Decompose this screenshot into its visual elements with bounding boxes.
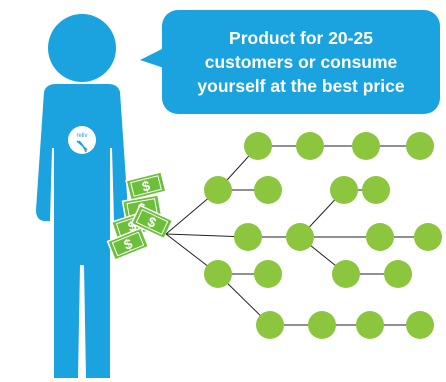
- network-node: [406, 311, 434, 339]
- network-node: [384, 260, 412, 288]
- network-node: [406, 132, 434, 160]
- network-node: [366, 223, 394, 251]
- person-figure: [36, 14, 128, 378]
- network-node: [362, 176, 390, 204]
- network-node: [256, 311, 284, 339]
- speech-bubble-tail: [140, 48, 164, 68]
- money-bill: $: [106, 227, 150, 261]
- person-head: [48, 14, 116, 82]
- network-node: [234, 223, 262, 251]
- network-node: [332, 260, 360, 288]
- network-node: [296, 132, 324, 160]
- network-node: [204, 176, 232, 204]
- network-node: [286, 223, 314, 251]
- logo-circle: [68, 126, 96, 154]
- network-node: [244, 132, 272, 160]
- network-node: [356, 311, 384, 339]
- network-node: [204, 260, 232, 288]
- logo-text: reliv: [76, 133, 87, 139]
- speech-bubble-text: Product for 20-25 customers or consume y…: [197, 28, 405, 96]
- dollar-sign-icon: $: [140, 177, 152, 194]
- network-node: [254, 260, 282, 288]
- network-node: [330, 176, 358, 204]
- money-bill: $: [125, 171, 167, 201]
- logo-swoosh-icon: [76, 140, 88, 153]
- money-stack: $$$$$: [106, 171, 174, 261]
- network-node: [414, 223, 442, 251]
- reliv-logo: reliv: [68, 126, 96, 154]
- speech-bubble: [140, 10, 440, 114]
- network-node: [352, 132, 380, 160]
- network-node: [308, 311, 336, 339]
- speech-bubble-body: [162, 10, 440, 114]
- network-nodes: [204, 132, 442, 339]
- money-bill: $: [130, 204, 174, 240]
- person-body: [36, 84, 128, 378]
- network-node: [254, 176, 282, 204]
